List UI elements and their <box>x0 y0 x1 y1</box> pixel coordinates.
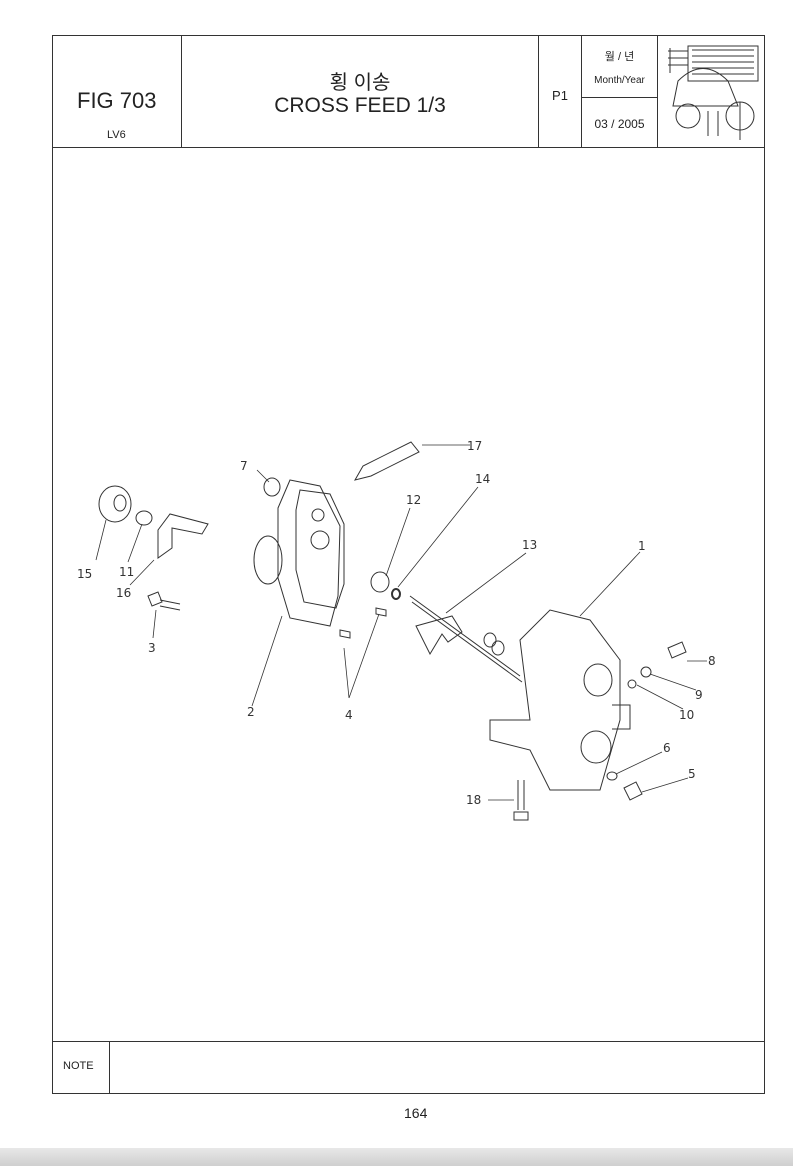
part-17-sealant-tube <box>353 441 420 481</box>
date-label-english: Month/Year <box>594 75 645 86</box>
part-13-shift-fork <box>409 595 523 683</box>
machine-illustration <box>658 36 766 147</box>
title-english: CROSS FEED 1/3 <box>274 94 446 117</box>
title-cell: 횡 이송 CROSS FEED 1/3 <box>182 36 539 147</box>
part-2-cover <box>277 479 341 627</box>
part-1-housing <box>489 609 621 791</box>
part-5-plug <box>623 781 643 801</box>
part-9-spring <box>640 666 652 678</box>
page-code-cell: P1 <box>539 36 582 147</box>
page-frame: FIG 703 LV6 횡 이송 CROSS FEED 1/3 P1 월 / 년… <box>52 35 765 1094</box>
callout-15: 15 <box>77 567 92 581</box>
callout-11: 11 <box>119 565 134 579</box>
part-3-bolt <box>147 591 181 611</box>
page-code: P1 <box>552 88 568 103</box>
date-value: 03 / 2005 <box>594 117 645 131</box>
callout-5: 5 <box>688 767 696 781</box>
part-14-o-ring <box>391 588 401 600</box>
callout-1: 1 <box>638 539 646 553</box>
callout-4: 4 <box>345 708 353 722</box>
part-10-ball <box>627 679 637 689</box>
date-label-korean: 월 / 년 <box>604 51 635 63</box>
part-7-seal <box>263 477 281 497</box>
page-number: 164 <box>404 1105 428 1121</box>
title-korean: 횡 이송 <box>329 72 391 94</box>
fig-cell: FIG 703 LV6 <box>53 36 182 147</box>
part-12-bearing <box>370 571 390 593</box>
callout-3: 3 <box>148 641 156 655</box>
note-label-cell: NOTE <box>53 1042 110 1093</box>
callout-8: 8 <box>708 654 716 668</box>
date-cell: 월 / 년 Month/Year 03 / 2005 <box>582 36 658 147</box>
callout-9: 9 <box>695 688 703 702</box>
part-15-cap <box>98 485 132 523</box>
callout-6: 6 <box>663 741 671 755</box>
callout-14: 14 <box>475 472 490 486</box>
callout-2: 2 <box>247 705 255 719</box>
fig-number: FIG 703 <box>77 88 157 113</box>
model-label: LV6 <box>107 129 126 141</box>
callout-17: 17 <box>467 439 482 453</box>
part-8-plug <box>667 641 687 659</box>
callout-13: 13 <box>522 538 537 552</box>
callout-18: 18 <box>466 793 481 807</box>
scan-edge <box>0 1148 793 1166</box>
title-block: FIG 703 LV6 횡 이송 CROSS FEED 1/3 P1 월 / 년… <box>53 36 764 148</box>
part-18-bolt <box>513 780 529 821</box>
note-row: NOTE <box>53 1041 764 1093</box>
note-label: NOTE <box>63 1060 94 1072</box>
callout-12: 12 <box>406 493 421 507</box>
callout-10: 10 <box>679 708 694 722</box>
part-11-nut <box>135 510 153 526</box>
part-16-bracket <box>157 513 209 559</box>
callout-16: 16 <box>116 586 131 600</box>
callout-7: 7 <box>240 459 248 473</box>
part-4-pins <box>339 607 387 639</box>
part-6-washer <box>606 771 618 781</box>
